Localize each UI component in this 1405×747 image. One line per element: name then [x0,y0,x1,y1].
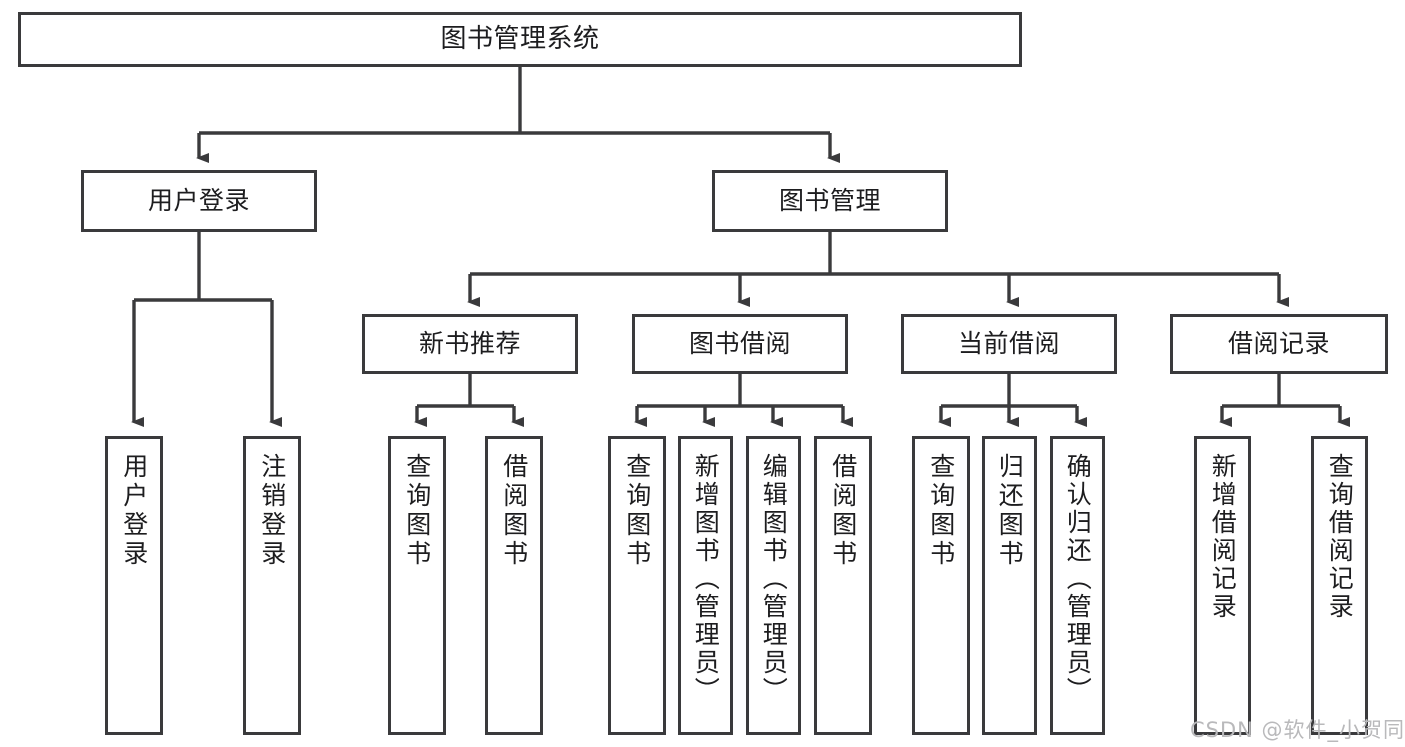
node-label: 图书管理系统 [440,24,600,55]
node-label: 用户登录 [147,186,250,216]
leaf-query-books-rec[interactable]: 查询图书 [388,436,446,735]
node-current-borrowing[interactable]: 当前借阅 [901,314,1117,374]
node-user-login[interactable]: 用户登录 [81,170,317,232]
leaf-borrow-books[interactable]: 借阅图书 [814,436,872,735]
node-label: 查询图书 [402,453,432,569]
node-new-book-recommendation[interactable]: 新书推荐 [362,314,578,374]
node-book-management[interactable]: 图书管理 [712,170,948,232]
node-borrowing-record[interactable]: 借阅记录 [1170,314,1388,374]
leaf-return-books[interactable]: 归还图书 [982,436,1037,735]
node-label: 借阅图书 [828,453,858,569]
node-label: 新书推荐 [418,329,521,359]
node-label: 编辑图书（管理员） [759,453,789,705]
node-label: 查询图书 [926,453,956,569]
node-label: 图书管理 [778,186,881,216]
csdn-watermark: CSDN @软件_小贺同学 [1190,718,1405,742]
node-label: 当前借阅 [957,329,1060,359]
leaf-edit-book-admin[interactable]: 编辑图书（管理员） [746,436,801,735]
leaf-logout[interactable]: 注销登录 [243,436,301,735]
node-label: 借阅图书 [499,453,529,569]
node-root-library-system[interactable]: 图书管理系统 [18,12,1022,67]
node-label: 新增图书（管理员） [691,453,721,705]
leaf-borrow-books-rec[interactable]: 借阅图书 [485,436,543,735]
leaf-add-book-admin[interactable]: 新增图书（管理员） [678,436,733,735]
node-label: 注销登录 [257,453,287,569]
node-label: 借阅记录 [1227,329,1330,359]
leaf-add-borrow-record[interactable]: 新增借阅记录 [1194,436,1251,735]
node-label: 查询借阅记录 [1325,453,1355,621]
leaf-query-books-borrow[interactable]: 查询图书 [608,436,666,735]
node-label: 确认归还（管理员） [1063,453,1093,705]
node-label: 归还图书 [995,453,1025,569]
node-label: 新增借阅记录 [1208,453,1238,621]
leaf-query-borrow-record[interactable]: 查询借阅记录 [1311,436,1368,735]
leaf-query-books-current[interactable]: 查询图书 [912,436,970,735]
node-label: 查询图书 [622,453,652,569]
leaf-confirm-return-admin[interactable]: 确认归还（管理员） [1050,436,1105,735]
node-label: 用户登录 [119,453,149,569]
leaf-user-login[interactable]: 用户登录 [105,436,163,735]
node-label: 图书借阅 [688,329,791,359]
node-book-borrowing[interactable]: 图书借阅 [632,314,848,374]
